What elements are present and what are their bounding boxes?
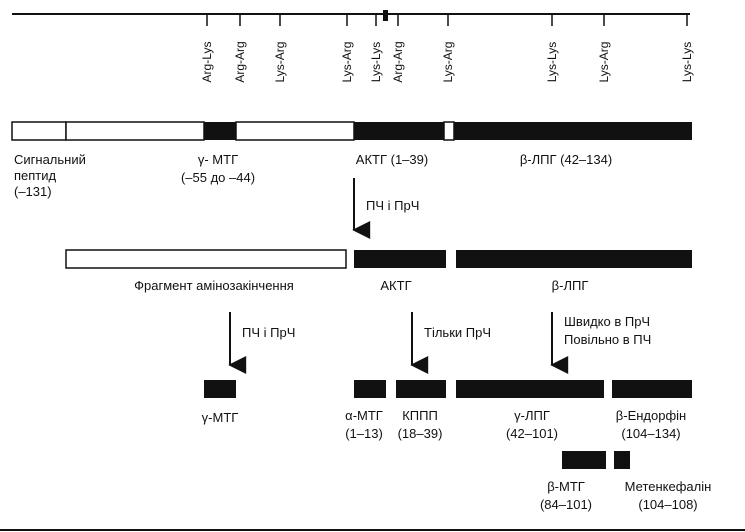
product-beta-msh-bar [562,451,606,469]
cleavage-site-label: Lys-Lys [369,41,383,83]
precursor-gamma-msh-label: γ- МТГ [197,152,239,167]
product-met-enkephalin-bar [614,451,630,469]
product-beta-endorphin-label: β-Ендорфін [615,408,687,423]
product-gamma-lph-bar [456,380,604,398]
cleavage-site-label: Lys-Arg [340,41,354,83]
step2-right-enzyme-label-line2: Повільно в ПЧ [564,332,652,347]
product-met-enkephalin-range: (104–108) [638,497,698,512]
n-fragment-label: Фрагмент амінозакінчення [134,278,294,293]
precursor-acth-segment [354,122,444,140]
cleavage-site-label: Arg-Arg [391,41,405,83]
product-clip-label: КППП [402,408,438,423]
product-alpha-msh-bar [354,380,386,398]
precursor-acth-label: АКТГ (1–39) [355,152,429,167]
precursor-joining-segment [235,121,355,141]
product-gamma-msh-label: γ-МТГ [201,410,239,425]
precursor-gamma-msh-segment [204,122,236,140]
cleavage-site-label: Lys-Arg [441,41,455,83]
cleavage-site-label: Arg-Lys [200,41,214,83]
cleavage-site-label: Lys-Arg [597,41,611,83]
product-gamma-lph-label: γ-ЛПГ [514,408,550,423]
product-met-enkephalin-label: Метенкефалін [624,479,712,494]
axis-marker [383,10,388,21]
precursor-gamma-msh-range: (–55 до –44) [180,170,256,185]
intermediate-acth-bar [354,250,446,268]
product-clip-bar [396,380,446,398]
intermediate-beta-lph-label: β-ЛПГ [551,278,589,293]
product-beta-msh-label: β-МТГ [547,479,585,494]
precursor-beta-lph-label: β-ЛПГ (42–134) [519,152,613,167]
signal-peptide-label-line2: пептид [14,168,57,183]
signal-peptide-label-line3: (–131) [14,184,52,199]
product-beta-endorphin-bar [612,380,692,398]
product-beta-endorphin-range: (104–134) [621,426,681,441]
precursor-gap-segment [443,121,455,141]
product-beta-msh-range: (84–101) [539,497,593,512]
cleavage-site-label: Arg-Arg [233,41,247,83]
precursor-signal-segment [11,121,67,141]
step2-right-enzyme-label-line1: Швидко в ПрЧ [564,314,651,329]
product-alpha-msh-range: (1–13) [345,426,383,441]
product-gamma-msh-bar [204,380,236,398]
product-clip-range: (18–39) [397,426,443,441]
product-gamma-lph-range: (42–101) [505,426,559,441]
precursor-beta-lph-segment [454,122,692,140]
step2-left-enzyme-label: ПЧ і ПрЧ [242,325,296,340]
cleavage-site-label: Lys-Arg [273,41,287,83]
product-alpha-msh-label: α-МТГ [345,408,383,423]
signal-peptide-label-line1: Сигнальний [14,152,86,167]
intermediate-n-fragment-bar [65,249,347,269]
step2-middle-enzyme-label: Тільки ПрЧ [424,325,491,340]
cleavage-site-label: Lys-Lys [545,41,559,83]
cleavage-site-label: Lys-Lys [680,41,694,83]
step1-enzyme-label: ПЧ і ПрЧ [366,198,420,213]
intermediate-beta-lph-bar [456,250,692,268]
precursor-n-segment [65,121,205,141]
intermediate-acth-label: АКТГ [380,278,412,293]
